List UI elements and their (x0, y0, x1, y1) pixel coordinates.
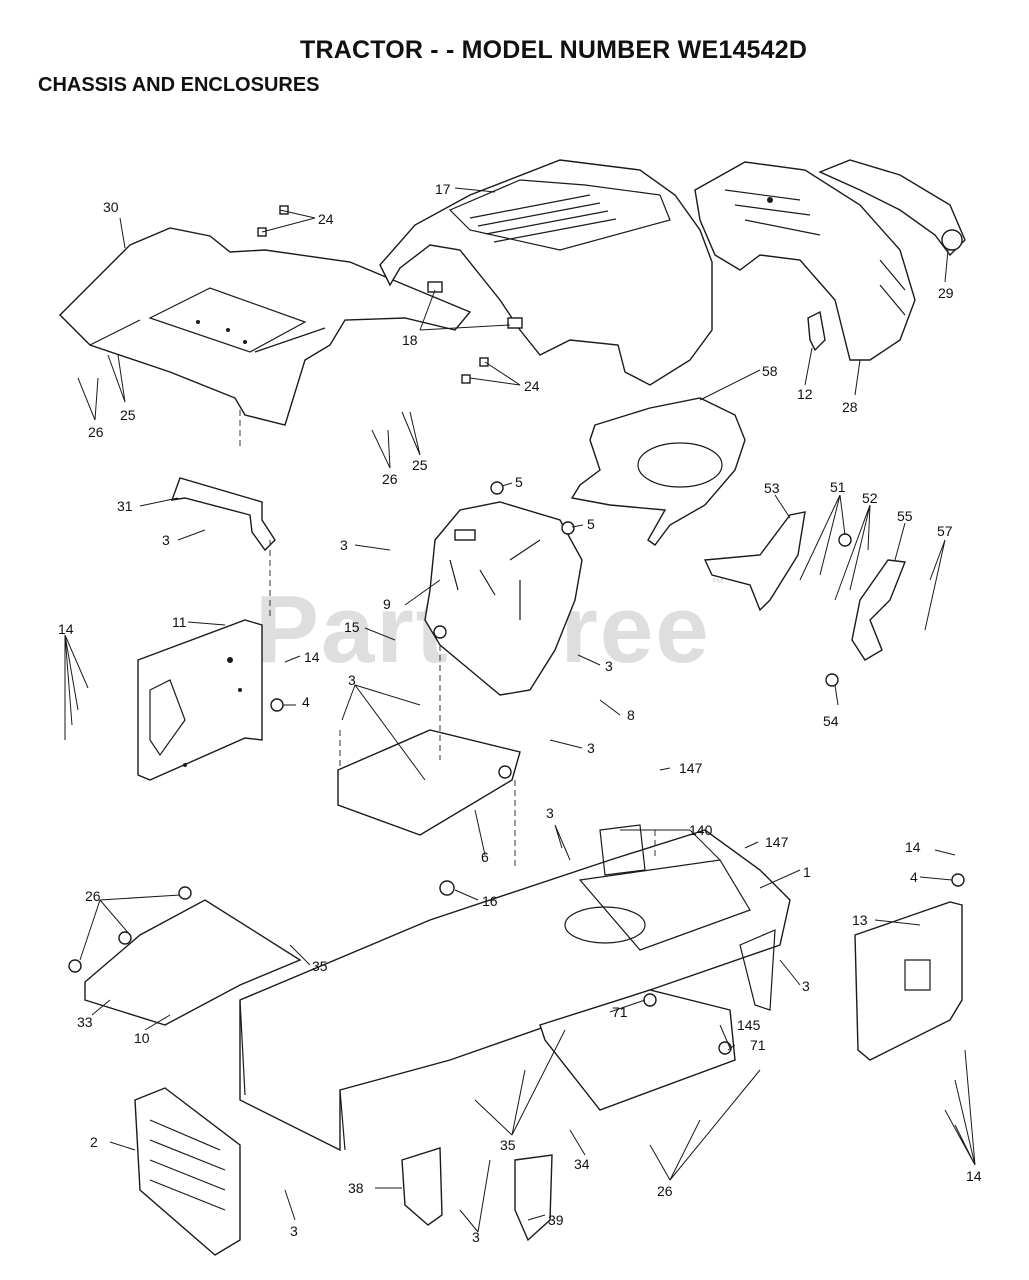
callout-3: 3 (340, 537, 348, 553)
callout-2: 2 (90, 1134, 98, 1150)
callout-10: 10 (134, 1030, 150, 1046)
callout-4: 4 (910, 869, 918, 885)
part-hood (379, 159, 713, 386)
callout-26: 26 (85, 888, 101, 904)
part-bracket-55 (851, 559, 906, 661)
callout-17: 17 (435, 181, 451, 197)
callout-54: 54 (823, 713, 839, 729)
callout-25: 25 (120, 407, 136, 423)
callout-16: 16 (482, 893, 498, 909)
callout-24: 24 (524, 378, 540, 394)
diagram-title: TRACTOR - - MODEL NUMBER WE14542D (300, 36, 808, 64)
callout-33: 33 (77, 1014, 93, 1030)
callout-71: 71 (750, 1037, 766, 1053)
callout-71: 71 (612, 1004, 628, 1020)
callout-145: 145 (737, 1017, 761, 1033)
callout-24: 24 (318, 211, 334, 227)
callout-15: 15 (344, 619, 360, 635)
callout-35: 35 (312, 958, 328, 974)
callout-53: 53 (764, 480, 780, 496)
callout-12: 12 (797, 386, 813, 402)
callout-3: 3 (605, 658, 613, 674)
callout-1: 1 (803, 864, 811, 880)
callout-9: 9 (383, 596, 391, 612)
part-side-panel-13 (854, 901, 963, 1061)
callout-3: 3 (587, 740, 595, 756)
part-bracket-38 (401, 1147, 443, 1226)
callout-3: 3 (546, 805, 554, 821)
callout-labels: 30 24 17 29 18 12 28 24 58 25 26 25 26 5… (58, 181, 982, 1245)
part-footrest-34 (539, 989, 736, 1111)
callout-8: 8 (627, 707, 635, 723)
callout-5: 5 (515, 474, 523, 490)
callout-28: 28 (842, 399, 858, 415)
callout-4: 4 (302, 694, 310, 710)
callout-5: 5 (587, 516, 595, 532)
part-bracket-39 (514, 1154, 553, 1242)
part-frame (239, 824, 791, 1152)
leader-lines (64, 187, 976, 1233)
part-dash-housing (424, 501, 583, 696)
callout-55: 55 (897, 508, 913, 524)
part-dash-panel (570, 397, 746, 546)
callout-14: 14 (905, 839, 921, 855)
callout-35: 35 (500, 1137, 516, 1153)
part-floor-plate-6 (337, 729, 521, 836)
alignment-lines (239, 410, 656, 870)
callout-3: 3 (162, 532, 170, 548)
callout-26: 26 (382, 471, 398, 487)
callout-140: 140 (689, 822, 713, 838)
callout-25: 25 (412, 457, 428, 473)
callout-6: 6 (481, 849, 489, 865)
part-bracket-31 (170, 477, 276, 552)
callout-38: 38 (348, 1180, 364, 1196)
part-bracket-53 (703, 511, 806, 612)
callout-34: 34 (574, 1156, 590, 1172)
callout-3: 3 (802, 978, 810, 994)
callout-3: 3 (290, 1223, 298, 1239)
part-hood-trim (818, 159, 966, 257)
callout-52: 52 (862, 490, 878, 506)
part-side-panel-11 (137, 619, 263, 781)
callout-13: 13 (852, 912, 868, 928)
part-fender-deck (59, 227, 472, 426)
callout-3: 3 (472, 1229, 480, 1245)
callout-3: 3 (348, 672, 356, 688)
callout-14: 14 (304, 649, 320, 665)
callout-147: 147 (765, 834, 789, 850)
callout-26: 26 (657, 1183, 673, 1199)
callout-57: 57 (937, 523, 953, 539)
part-footrest-33 (84, 899, 302, 1026)
callout-18: 18 (402, 332, 418, 348)
callout-58: 58 (762, 363, 778, 379)
callout-14: 14 (58, 621, 74, 637)
callout-29: 29 (938, 285, 954, 301)
callout-147: 147 (679, 760, 703, 776)
callout-11: 11 (172, 614, 187, 630)
part-clip-12 (807, 310, 826, 352)
callout-14: 14 (966, 1168, 982, 1184)
callout-31: 31 (117, 498, 133, 514)
part-front-panel-2 (134, 1087, 241, 1256)
callout-30: 30 (103, 199, 119, 215)
callout-26: 26 (88, 424, 104, 440)
callout-51: 51 (830, 479, 846, 495)
diagram-subtitle: CHASSIS AND ENCLOSURES (38, 74, 320, 96)
callout-39: 39 (548, 1212, 564, 1228)
